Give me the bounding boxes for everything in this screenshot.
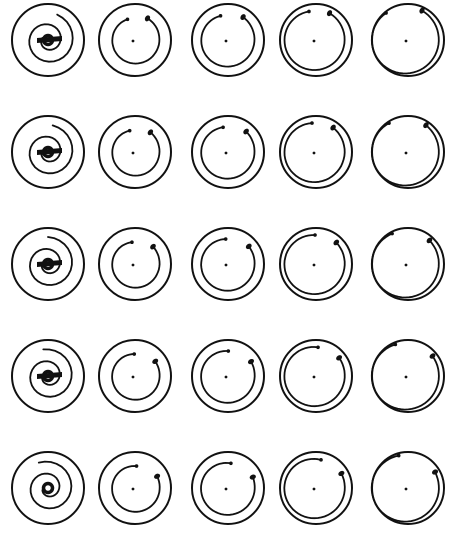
center-dot [132,152,135,155]
core-knot [44,484,53,493]
spiral-core-icon [12,340,84,412]
trace-end-mark [135,464,139,468]
trace-end-mark [130,240,134,244]
center-dot [405,152,408,155]
center-dot [132,488,135,491]
orbit-trace-icon [280,340,352,412]
trace-end-mark [384,11,388,15]
core-bar [37,260,62,267]
center-dot [225,40,228,43]
outer-ring [192,4,264,76]
orbit-trace [112,466,160,512]
trace-end-mark [307,10,311,14]
trace-end-mark [319,458,323,462]
orbit-trace [201,351,255,403]
center-dot [313,488,316,491]
orbit-trace-icon [192,452,264,524]
trace-end-mark [316,345,320,349]
trace-end-mark [313,233,317,237]
orbit-trace [201,127,254,178]
center-dot [405,40,408,43]
trace-end-mark [219,14,223,18]
orbit-trace-icon [99,4,171,76]
trace-end-mark [128,129,132,133]
orbit-trace-icon [192,4,264,76]
spiral-core-icon [12,228,84,300]
trace-start-mark [335,354,343,362]
orbit-trace-icon [372,452,444,524]
orbit-trace-icon [372,4,444,76]
trace-end-mark [221,126,225,130]
center-dot [313,376,316,379]
orbit-trace [112,131,159,176]
orbit-trace-icon [192,228,264,300]
center-dot [132,264,135,267]
orbit-trace [201,16,254,67]
outer-ring [280,116,352,188]
trace-start-mark [247,358,255,365]
outer-ring [280,4,352,76]
trace-end-mark [397,454,401,458]
outer-ring [280,340,352,412]
orbit-trace-icon [99,228,171,300]
trace-end-mark [229,462,233,466]
spiral-core-icon [12,452,84,524]
outer-ring [280,228,352,300]
orbit-trace-icon [99,340,171,412]
center-dot [313,264,316,267]
trace-start-mark [249,474,257,481]
orbit-trace [112,18,159,63]
orbit-trace-icon [372,116,444,188]
orbit-trace-icon [99,452,171,524]
center-dot [405,488,408,491]
trace-start-mark [153,473,161,480]
trace-end-mark [310,121,314,125]
center-dot [405,264,408,267]
orbit-trace-icon [280,4,352,76]
trace-start-mark [337,470,345,477]
trace-end-mark [224,237,228,241]
center-dot [313,152,316,155]
orbit-trace-icon [372,228,444,300]
orbit-trace [372,123,439,185]
spiral-core-icon [12,116,84,188]
center-dot [225,152,228,155]
center-dot [313,40,316,43]
outer-ring [192,228,264,300]
trace-end-mark [227,349,231,353]
trace-end-mark [132,352,136,356]
orbit-trace-icon [280,228,352,300]
orbit-trace-icon [280,452,352,524]
center-dot [132,376,135,379]
trace-end-mark [390,232,394,236]
center-dot [225,488,228,491]
orbit-trace-icon [99,116,171,188]
orbit-trace [201,463,255,515]
trace-end-mark [126,18,130,22]
outer-ring [280,452,352,524]
center-dot [225,376,228,379]
orbit-trace [112,354,160,400]
core-bar [37,36,62,43]
spiral-core-icon [12,4,84,76]
orbit-trace-icon [192,340,264,412]
center-dot [132,40,135,43]
trace-start-mark [151,357,159,365]
orbit-trace-icon [372,340,444,412]
trace-end-mark [387,121,391,125]
trace-end-mark [394,343,398,347]
outer-ring [192,116,264,188]
orbit-trace-icon [280,116,352,188]
orbit-trace-icon [192,116,264,188]
core-bar [37,148,62,155]
center-dot [405,376,408,379]
center-dot [225,264,228,267]
